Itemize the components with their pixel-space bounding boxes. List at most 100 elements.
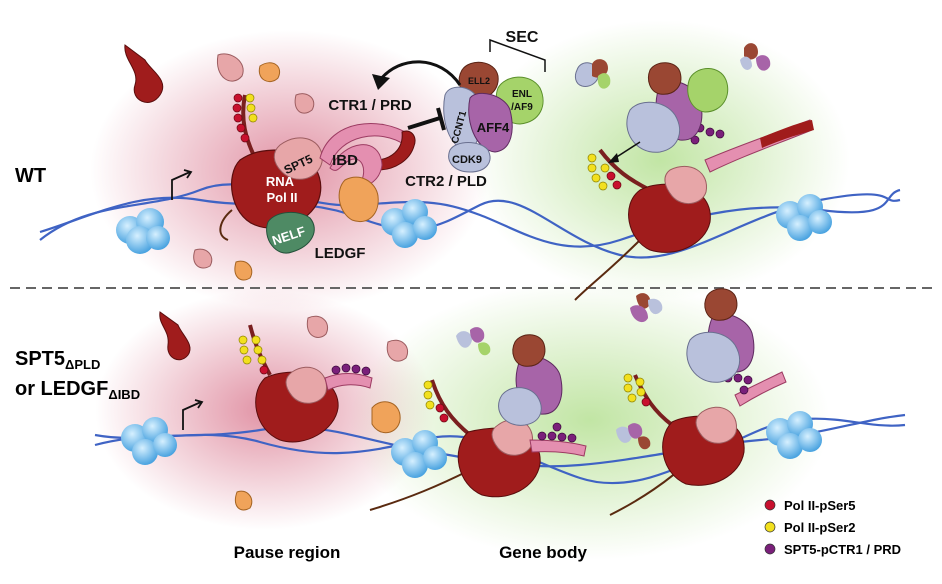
aff4-body (468, 92, 513, 153)
paused-complex-wt: RNA Pol II SPT5 NELF LEDGF IBD CTR1 / PR… (219, 93, 487, 262)
svg-text:SPT5ΔPLD: SPT5ΔPLD (15, 348, 100, 372)
legend-dot (764, 499, 776, 511)
aff4-label: AFF4 (477, 120, 510, 135)
ser5-dots (435, 403, 449, 423)
legend-dot (764, 543, 776, 555)
gene-glow-wt (470, 20, 850, 300)
free-proteins-mutant (159, 293, 663, 511)
mutant-ledgf-label: or LEDGF (15, 378, 108, 400)
spt5-ctr (734, 371, 787, 407)
legend-dot (764, 521, 776, 533)
ell2-body (704, 288, 738, 321)
cdk9-body (448, 142, 491, 173)
ser2-dots (238, 335, 267, 365)
ser5-dots (606, 171, 622, 190)
ell2-label: ELL2 (468, 76, 490, 86)
recruit-arrow (378, 60, 462, 86)
free-ledgf (371, 401, 401, 434)
tss-arrows (171, 169, 204, 430)
cdk9-body (498, 387, 542, 426)
ctr2-pld (374, 130, 416, 171)
ser2-dots (587, 153, 610, 191)
free-spt5 (124, 44, 164, 103)
rna-label: RNA (266, 174, 295, 189)
nucleosome (391, 430, 447, 478)
recruit-arrowhead (372, 74, 390, 90)
phospho-arrowhead (608, 153, 619, 163)
spt5-body (695, 406, 737, 444)
free-spt5 (294, 93, 315, 114)
sec-label: SEC (506, 29, 539, 46)
ledgf-label: LEDGF (315, 245, 366, 262)
elongating-complex-wt (574, 62, 814, 301)
legend-label: Pol II-pSer5 (784, 498, 856, 513)
enl-label: ENL (512, 89, 532, 100)
nucleosome (776, 194, 832, 241)
legend-label: Pol II-pSer2 (784, 520, 856, 535)
enl-body (687, 68, 729, 113)
ser5-dots (641, 397, 651, 407)
spt5-pctr-dots (537, 422, 577, 443)
tss-arrow-wt (171, 169, 193, 200)
spt5-body (285, 366, 327, 404)
ell2-body (512, 334, 546, 367)
nucleosomes (116, 194, 832, 478)
spt5-ctr (529, 439, 587, 457)
gene-glow-mutant (350, 280, 830, 560)
paused-complex-mutant (238, 324, 373, 443)
spt5-ctr (324, 373, 373, 391)
free-proteins-wt (124, 44, 315, 281)
ledgf-body (338, 176, 379, 222)
elongating-complex-mutant-2 (609, 288, 787, 516)
free-ledgf (234, 260, 253, 281)
free-spt5 (216, 53, 244, 82)
cdk9-body (686, 331, 740, 383)
ser2-dots (245, 93, 258, 123)
spt5-body (273, 137, 323, 180)
free-spt5 (159, 311, 191, 361)
af9-label: /AF9 (511, 102, 533, 113)
rna-transcript (574, 239, 641, 301)
ell2-body (647, 62, 682, 95)
mutant-spt5-label: SPT5 (15, 348, 65, 370)
sec-complex-wt: SEC ELL2 CCNT1 AFF4 CDK9 ENL /AF9 (372, 29, 546, 173)
free-spt5 (386, 339, 408, 362)
ser5-dots (232, 93, 250, 143)
spt5-tail (430, 379, 472, 437)
nucleosome (766, 411, 822, 459)
free-spt5 (193, 248, 213, 269)
free-ledgf (258, 62, 280, 82)
tss-arrow-mutant (182, 399, 204, 430)
legend-label: SPT5-pCTR1 / PRD (784, 542, 901, 557)
cdk9-body (626, 101, 680, 153)
gene-body-label: Gene body (499, 543, 587, 562)
pause-region-label: Pause region (234, 543, 341, 562)
rna-transcript (219, 209, 233, 241)
spt5-tail (598, 148, 651, 192)
ctr2-pld (760, 120, 814, 148)
nelf-body (266, 212, 315, 254)
free-spt5 (306, 315, 328, 338)
rna-transcript (369, 469, 471, 511)
spt5-pctr-dots (331, 363, 371, 376)
pol-ii-label: Pol II (266, 190, 297, 205)
cdk9-label: CDK9 (452, 154, 482, 166)
free-ledgf (235, 490, 253, 511)
nucleosome (381, 199, 437, 248)
spt5-body (664, 165, 707, 204)
ctr2-pld-label: CTR2 / PLD (405, 173, 487, 190)
free-sec-wt (574, 43, 771, 89)
nucleosome (121, 417, 177, 465)
background-glows (90, 20, 850, 560)
mutant-pld-subscript: ΔPLD (65, 357, 100, 372)
mutant-label: SPT5ΔPLD or LEDGFΔIBD (15, 348, 140, 402)
ser2-dots (423, 380, 435, 410)
sec-bracket (489, 38, 546, 72)
wt-label: WT (15, 165, 46, 187)
ser2-dots (623, 373, 646, 403)
mutant-ibd-subscript: ΔIBD (108, 387, 140, 402)
nucleosome (116, 208, 170, 254)
svg-text:or LEDGFΔIBD: or LEDGFΔIBD (15, 378, 140, 402)
